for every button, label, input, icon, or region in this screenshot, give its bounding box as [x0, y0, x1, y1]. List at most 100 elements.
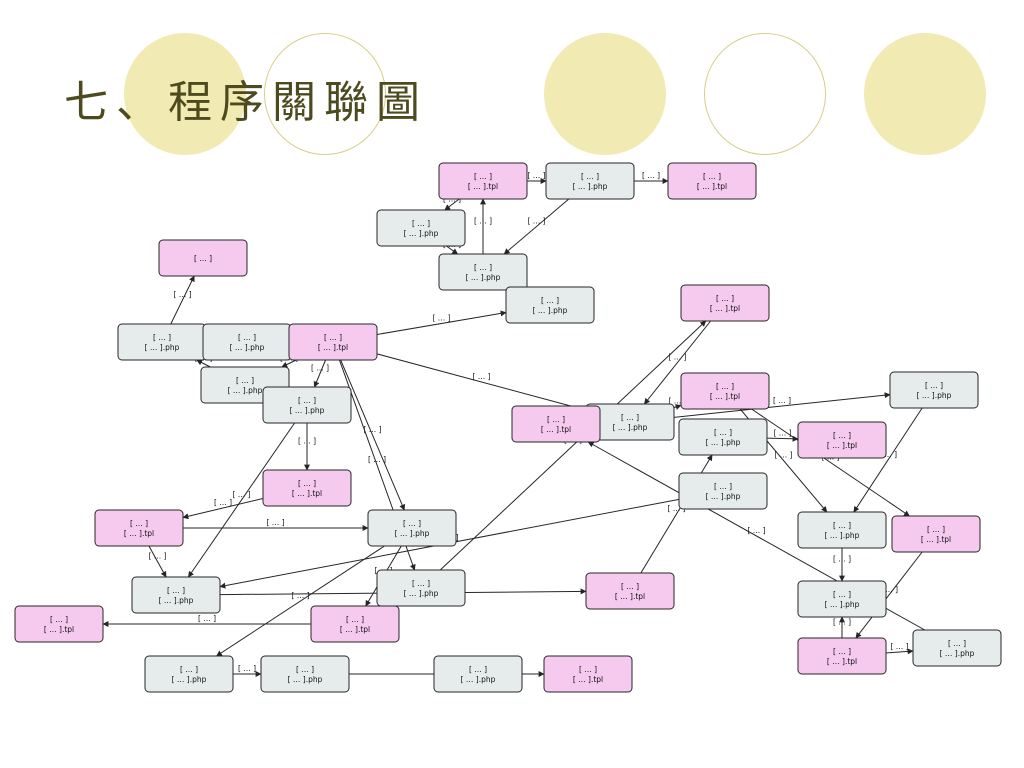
node-box	[680, 284, 770, 322]
edge-arrow	[215, 545, 385, 657]
edge-label: [ … ]	[527, 217, 545, 226]
template-node: [ … ][ … ].tpl	[797, 421, 887, 459]
edge-label: [ … ]	[311, 364, 329, 373]
edge-arrow	[673, 392, 891, 418]
node-label: [ … ].php	[230, 343, 265, 352]
template-node: [ … ][ … ].tpl	[543, 655, 633, 693]
node-box	[543, 655, 633, 693]
node-label: [ … ]	[412, 219, 430, 228]
node-box	[797, 580, 887, 618]
node-box	[262, 469, 352, 507]
node-box	[680, 372, 770, 410]
node-label: [ … ]	[579, 665, 597, 674]
node-box	[202, 323, 292, 361]
edge-arrow	[439, 320, 707, 571]
decor-circle-2	[264, 33, 386, 155]
node-label: [ … ]	[403, 519, 421, 528]
edge-label: [ … ]	[238, 664, 256, 673]
edge-label: [ … ]	[363, 425, 381, 434]
node-label: [ … ]	[296, 665, 314, 674]
node-box	[438, 253, 528, 291]
edge-label: [ … ]	[214, 498, 232, 507]
template-node: [ … ][ … ].tpl	[262, 469, 352, 507]
node-label: [ … ].tpl	[541, 425, 571, 434]
node-box	[667, 162, 757, 200]
template-node: [ … ]	[158, 239, 248, 277]
edge-arrow	[148, 545, 167, 578]
edge-label: [ … ]	[472, 372, 490, 381]
node-label: [ … ]	[925, 381, 943, 390]
node-label: [ … ].tpl	[710, 304, 740, 313]
node-label: [ … ].tpl	[827, 441, 857, 450]
edge-arrow	[444, 198, 460, 211]
template-node: [ … ][ … ].tpl	[797, 637, 887, 675]
node-box	[889, 371, 979, 409]
node-label: [ … ]	[716, 382, 734, 391]
decor-circle-5	[864, 33, 986, 155]
node-layer: [ … ][ … ].tpl[ … ][ … ].php[ … ][ … ].t…	[14, 162, 1002, 693]
component-node: [ … ][ … ].php	[376, 209, 466, 247]
node-label: [ … ].php	[395, 529, 430, 538]
edge-label: [ … ]	[432, 314, 450, 323]
node-box	[585, 572, 675, 610]
component-node: [ … ][ … ].php	[262, 386, 352, 424]
component-node: [ … ][ … ].php	[889, 371, 979, 409]
node-label: [ … ].php	[825, 531, 860, 540]
node-label: [ … ].php	[404, 229, 439, 238]
edge-label: [ … ]	[668, 397, 686, 406]
node-box	[288, 323, 378, 361]
node-label: [ … ]	[833, 431, 851, 440]
node-label: [ … ].tpl	[921, 535, 951, 544]
edge-label: [ … ]	[527, 171, 545, 180]
node-label: [ … ]	[236, 376, 254, 385]
node-label: [ … ].php	[706, 438, 741, 447]
node-label: [ … ].php	[172, 675, 207, 684]
node-label: [ … ]	[412, 579, 430, 588]
node-box	[310, 605, 400, 643]
edge-label: [ … ]	[773, 429, 791, 438]
node-box	[158, 239, 248, 277]
node-label: [ … ].php	[404, 589, 439, 598]
edge-label: [ … ]	[833, 618, 851, 627]
node-label: [ … ].php	[461, 675, 496, 684]
template-node: [ … ][ … ].tpl	[667, 162, 757, 200]
node-label: [ … ]	[469, 665, 487, 674]
node-label: [ … ].php	[706, 492, 741, 501]
edge-arrow	[281, 359, 297, 368]
edge-arrow	[196, 359, 211, 368]
decor-circle-1	[124, 33, 246, 155]
node-box	[891, 515, 981, 553]
edge-label: [ … ]	[173, 290, 191, 299]
edge-arrow	[187, 422, 296, 578]
edge-arrow	[376, 353, 587, 412]
component-node: [ … ][ … ].php	[797, 580, 887, 618]
node-label: [ … ].php	[288, 675, 323, 684]
node-label: [ … ]	[547, 415, 565, 424]
node-label: [ … ].php	[466, 273, 501, 282]
edge-arrow	[853, 407, 923, 513]
node-box	[14, 605, 104, 643]
node-box	[797, 637, 887, 675]
node-box	[433, 655, 523, 693]
edge-arrow	[643, 320, 712, 405]
edge-label: [ … ]	[232, 490, 250, 499]
node-box	[94, 509, 184, 547]
node-box	[144, 655, 234, 693]
node-label: [ … ].tpl	[318, 343, 348, 352]
node-box	[797, 421, 887, 459]
component-node: [ … ][ … ].php	[545, 162, 635, 200]
node-box	[678, 418, 768, 456]
edge-label: [ … ]	[642, 171, 660, 180]
node-label: [ … ]	[621, 582, 639, 591]
edge-arrow	[170, 275, 195, 325]
component-node: [ … ][ … ].php	[376, 569, 466, 607]
component-node: [ … ][ … ].php	[202, 323, 292, 361]
edge-label: [ … ]	[890, 642, 908, 651]
node-box	[545, 162, 635, 200]
node-label: [ … ].tpl	[44, 625, 74, 634]
node-label: [ … ]	[714, 482, 732, 491]
node-label: [ … ].tpl	[292, 489, 322, 498]
node-box	[131, 576, 221, 614]
node-label: [ … ]	[324, 333, 342, 342]
node-label: [ … ].php	[940, 649, 975, 658]
